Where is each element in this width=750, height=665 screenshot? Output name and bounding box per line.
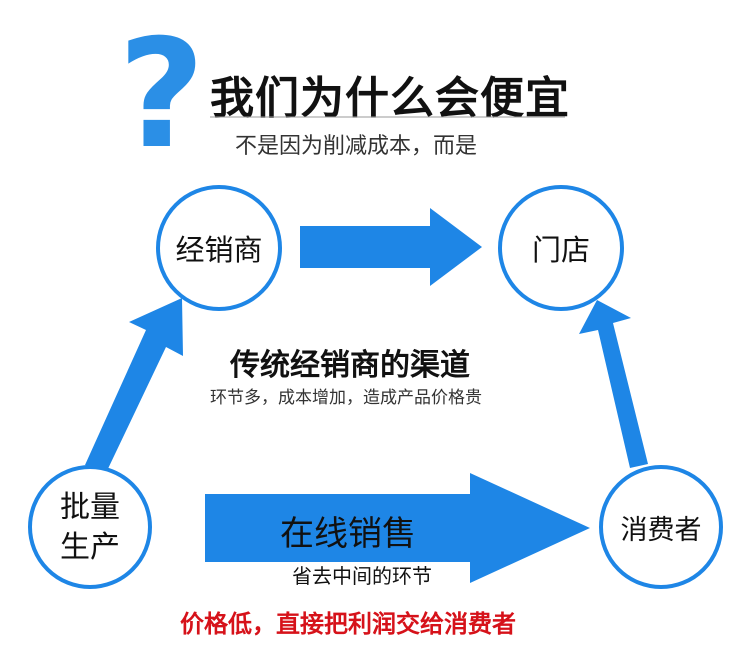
circle-store [498,185,624,311]
arrow-production-to-distributor [85,298,183,475]
node-distributor: 经销商 [175,233,263,267]
traditional-channel-description: 环节多，成本增加，造成产品价格贵 [210,388,482,408]
online-sales-description: 省去中间的环节 [292,564,432,588]
traditional-channel-title: 传统经销商的渠道 [230,348,470,383]
bottom-note: 价格低，直接把利润交给消费者 [180,610,516,638]
circle-mass-production [28,465,152,589]
arrow-online-sales [205,473,590,583]
node-mass-production: 批量生产 [60,490,120,565]
subtitle: 不是因为削减成本，而是 [235,134,478,159]
question-mark-icon: ? [118,8,206,182]
circle-consumer [599,465,723,589]
circle-distributor [156,185,282,311]
arrow-consumer-to-store [579,300,648,468]
node-store: 门店 [531,233,590,267]
node-consumer: 消费者 [620,514,702,546]
online-sales-title: 在线销售 [280,514,416,554]
arrow-distributor-to-store [300,208,482,286]
page-title: 我们为什么会便宜 [210,73,570,124]
